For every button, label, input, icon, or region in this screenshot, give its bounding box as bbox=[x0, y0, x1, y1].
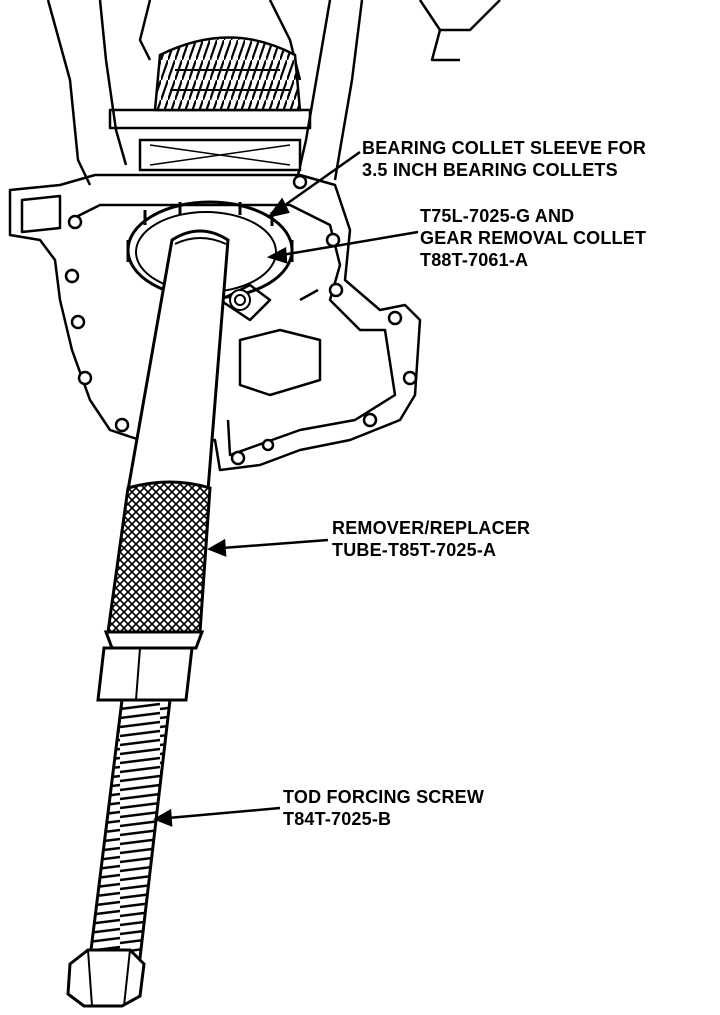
remover-tube-shaft bbox=[126, 229, 230, 492]
leader-collet-sleeve bbox=[266, 150, 361, 218]
bearing-rollers bbox=[229, 289, 251, 311]
remover-tube-knurled-grip bbox=[106, 480, 212, 634]
forcing-screw-nut bbox=[96, 646, 194, 702]
leader-gear-collet bbox=[266, 230, 419, 264]
callout-forcing-screw-line1: TOD FORCING SCREW bbox=[283, 787, 485, 807]
flange-bolt-holes bbox=[64, 174, 418, 466]
callout-remover-tube: REMOVER/REPLACER TUBE-T85T-7025-A bbox=[332, 517, 530, 561]
callout-remover-tube-line1: REMOVER/REPLACER bbox=[332, 518, 531, 538]
gear-cluster bbox=[138, 36, 302, 172]
callout-collet-sleeve-line1: BEARING COLLET SLEEVE FOR bbox=[362, 138, 647, 158]
callout-forcing-screw: TOD FORCING SCREW T84T-7025-B bbox=[283, 786, 484, 830]
callout-collet-sleeve: BEARING COLLET SLEEVE FOR 3.5 INCH BEARI… bbox=[362, 137, 646, 181]
callout-gear-collet: T75L-7025-G AND GEAR REMOVAL COLLET T88T… bbox=[420, 205, 646, 271]
forcing-screw-hex-head bbox=[66, 948, 146, 1008]
transmission-case bbox=[8, 0, 501, 472]
leader-remover-tube bbox=[207, 538, 329, 557]
forcing-screw-thread bbox=[88, 698, 172, 960]
leader-forcing-screw bbox=[153, 806, 281, 827]
callout-gear-collet-line2: GEAR REMOVAL COLLET bbox=[420, 228, 647, 248]
callout-collet-sleeve-line2: 3.5 INCH BEARING COLLETS bbox=[362, 160, 618, 180]
callout-gear-collet-line3: T88T-7061-A bbox=[420, 250, 529, 270]
callout-remover-tube-line2: TUBE-T85T-7025-A bbox=[332, 540, 497, 560]
callout-forcing-screw-line2: T84T-7025-B bbox=[283, 809, 392, 829]
tube-collar bbox=[103, 630, 205, 650]
callout-gear-collet-line1: T75L-7025-G AND bbox=[420, 206, 575, 226]
